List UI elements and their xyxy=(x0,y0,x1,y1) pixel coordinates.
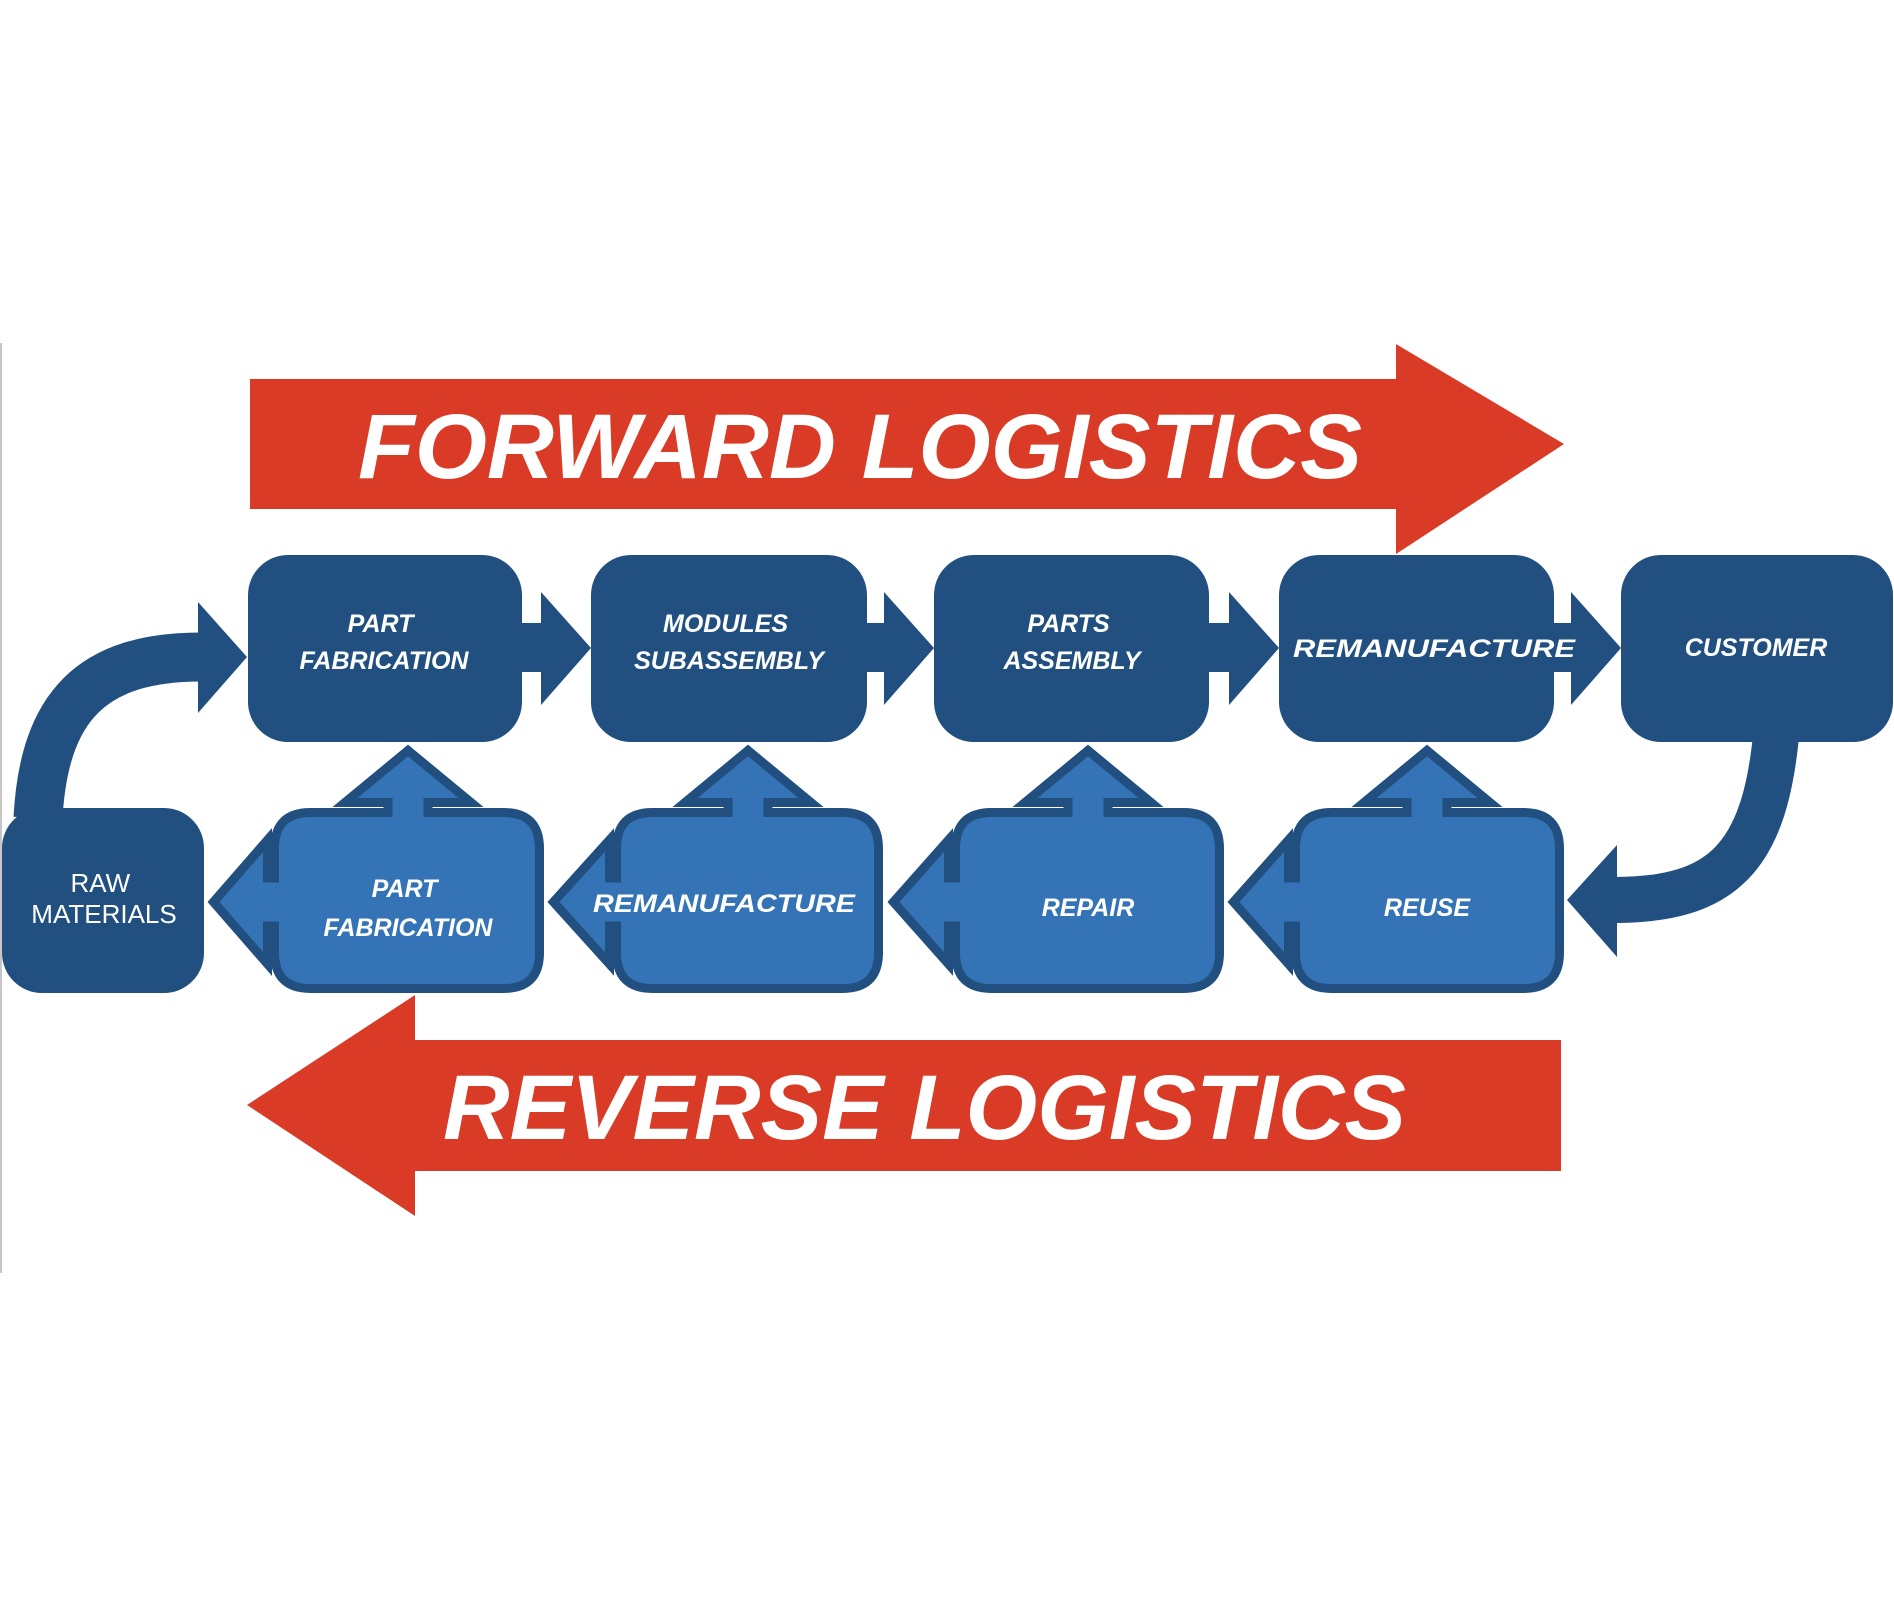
forward-banner-label: FORWARD LOGISTICS xyxy=(358,396,1362,498)
forward-logistics-banner: FORWARD LOGISTICS xyxy=(250,344,1564,554)
node-shape-with-arrows xyxy=(1227,744,1564,993)
node-label: CUSTOMER xyxy=(1685,634,1828,662)
reverse-banner-label: REVERSE LOGISTICS xyxy=(443,1057,1406,1159)
node-label: MODULES SUBASSEMBLY xyxy=(634,610,826,675)
node-label: PART FABRICATION xyxy=(324,875,494,942)
forward-connector-arrow-icon xyxy=(865,592,934,705)
forward-node-modules-subassembly[interactable]: MODULES SUBASSEMBLY xyxy=(591,555,867,742)
node-label: REMANUFACTURE xyxy=(593,890,857,918)
reverse-node-remanufacture[interactable]: REMANUFACTURE xyxy=(547,744,883,993)
reverse-logistics-banner: REVERSE LOGISTICS xyxy=(247,995,1561,1216)
reverse-banner-arrow-icon xyxy=(247,995,1561,1216)
node-box xyxy=(934,555,1209,742)
node-label: PART FABRICATION xyxy=(300,610,470,675)
node-shape-with-arrows xyxy=(207,744,544,993)
forward-node-customer[interactable]: CUSTOMER xyxy=(1621,555,1893,742)
curved-arrow-shaft xyxy=(1613,733,1799,923)
node-box xyxy=(1279,555,1554,742)
forward-banner-arrow-icon xyxy=(250,344,1564,554)
node-label: REMANUFACTURE xyxy=(1293,635,1577,663)
node-label: REPAIR xyxy=(1042,894,1135,922)
node-label: PARTS ASSEMBLY xyxy=(1002,610,1142,675)
raw-to-part-fabrication-arrow xyxy=(13,602,247,820)
node-box xyxy=(248,555,522,742)
forward-node-part-fabrication[interactable]: PART FABRICATION xyxy=(248,555,522,742)
node-box xyxy=(1621,555,1893,742)
left-edge-divider xyxy=(0,343,2,1273)
forward-node-remanufacture[interactable]: REMANUFACTURE xyxy=(1279,555,1577,742)
node-label: RAW MATERIALS xyxy=(31,868,176,929)
forward-node-parts-assembly[interactable]: PARTS ASSEMBLY xyxy=(934,555,1209,742)
customer-to-reuse-arrow xyxy=(1567,733,1799,957)
arrow-head-right-icon xyxy=(198,602,247,713)
reverse-node-part-fabrication[interactable]: PART FABRICATION xyxy=(207,744,544,993)
reverse-node-repair[interactable]: REPAIR xyxy=(887,744,1224,993)
node-box xyxy=(2,808,204,993)
arrow-head-left-icon xyxy=(1567,845,1617,957)
node-shape-with-arrows xyxy=(887,744,1224,993)
raw-materials-node[interactable]: RAW MATERIALS xyxy=(2,808,204,993)
reverse-node-reuse[interactable]: REUSE xyxy=(1227,744,1564,993)
forward-connector-arrow-icon xyxy=(1552,592,1621,705)
forward-connector-arrow-icon xyxy=(520,592,591,705)
node-shape-with-arrows xyxy=(547,744,883,993)
node-box xyxy=(591,555,867,742)
forward-connector-arrow-icon xyxy=(1207,592,1279,705)
forward-connectors xyxy=(520,592,1621,705)
node-label: REUSE xyxy=(1384,894,1471,922)
curved-arrow-shaft xyxy=(13,632,202,820)
